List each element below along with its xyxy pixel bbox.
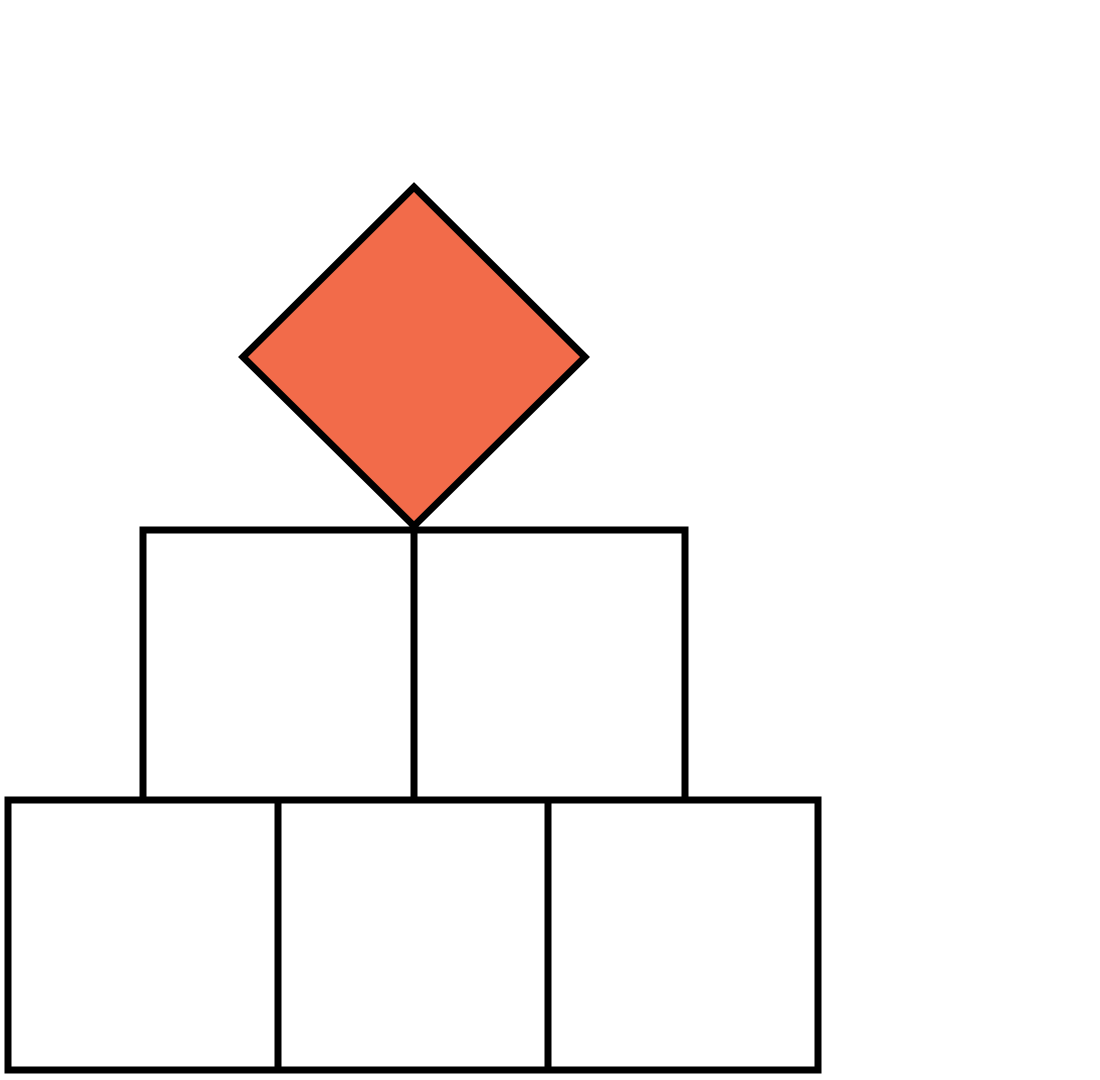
- top-row: [238, 182, 590, 531]
- square-bottom-left: [4, 796, 282, 1074]
- bottom-row: [4, 796, 822, 1074]
- square-bottom-center: [274, 796, 552, 1074]
- middle-row: [139, 526, 689, 804]
- square-middle-left: [139, 526, 418, 804]
- diamond-top: [238, 182, 590, 531]
- square-bottom-right: [544, 796, 822, 1074]
- square-middle-right: [410, 526, 689, 804]
